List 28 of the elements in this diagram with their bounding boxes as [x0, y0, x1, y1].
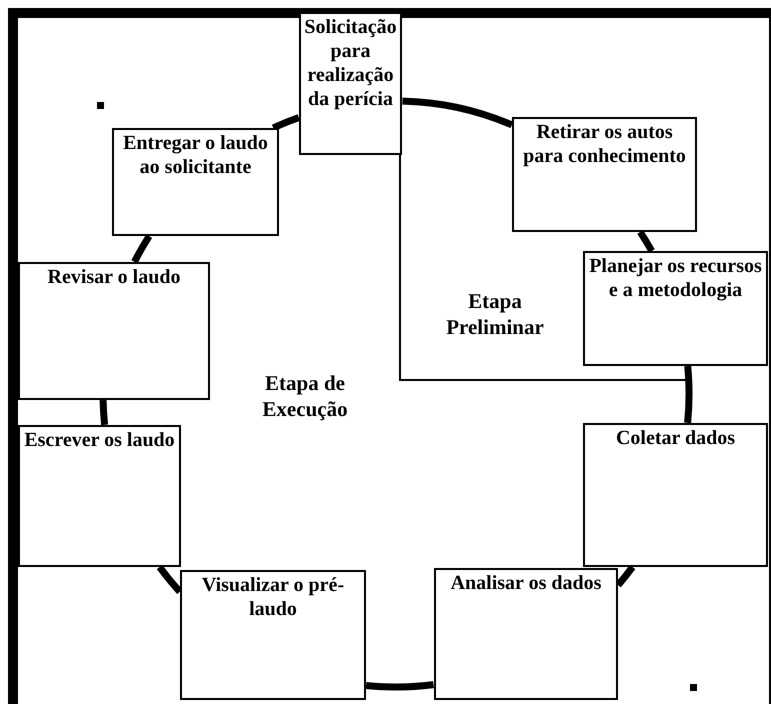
step-box [18, 425, 181, 567]
step-box [18, 262, 210, 400]
step-text: Analisar os dados [450, 571, 602, 596]
step-box [180, 570, 366, 700]
cycle-arc [131, 234, 152, 264]
step-box [583, 251, 768, 366]
cycle-arc [272, 114, 300, 132]
cycle-arc [156, 565, 182, 594]
stage-label: Etapa de Execução [261, 370, 349, 422]
cycle-arc [402, 98, 514, 128]
step-text: Solicitação para realização da perícia [303, 15, 398, 112]
cycle-arc [100, 400, 108, 426]
step-box [299, 12, 402, 155]
cycle-arc [684, 366, 693, 424]
step-box [112, 128, 279, 236]
step-box [434, 568, 618, 700]
cycle-arc [366, 681, 434, 690]
step-text: Coletar dados [616, 426, 736, 451]
step-text: Escrever os laudo [24, 428, 175, 453]
step-text: Revisar o laudo [48, 265, 180, 290]
step-text: Planejar os recursos e a metodologia [588, 254, 763, 303]
stage-label: Etapa Preliminar [445, 288, 545, 340]
step-box [512, 117, 697, 232]
cycle-arc [637, 230, 655, 253]
step-text: Entregar o laudo ao solicitante [122, 131, 269, 180]
step-text: Visualizar o pré-laudo [200, 573, 346, 622]
step-text: Retirar os autos para conhecimento [522, 120, 687, 169]
step-box [583, 423, 768, 567]
